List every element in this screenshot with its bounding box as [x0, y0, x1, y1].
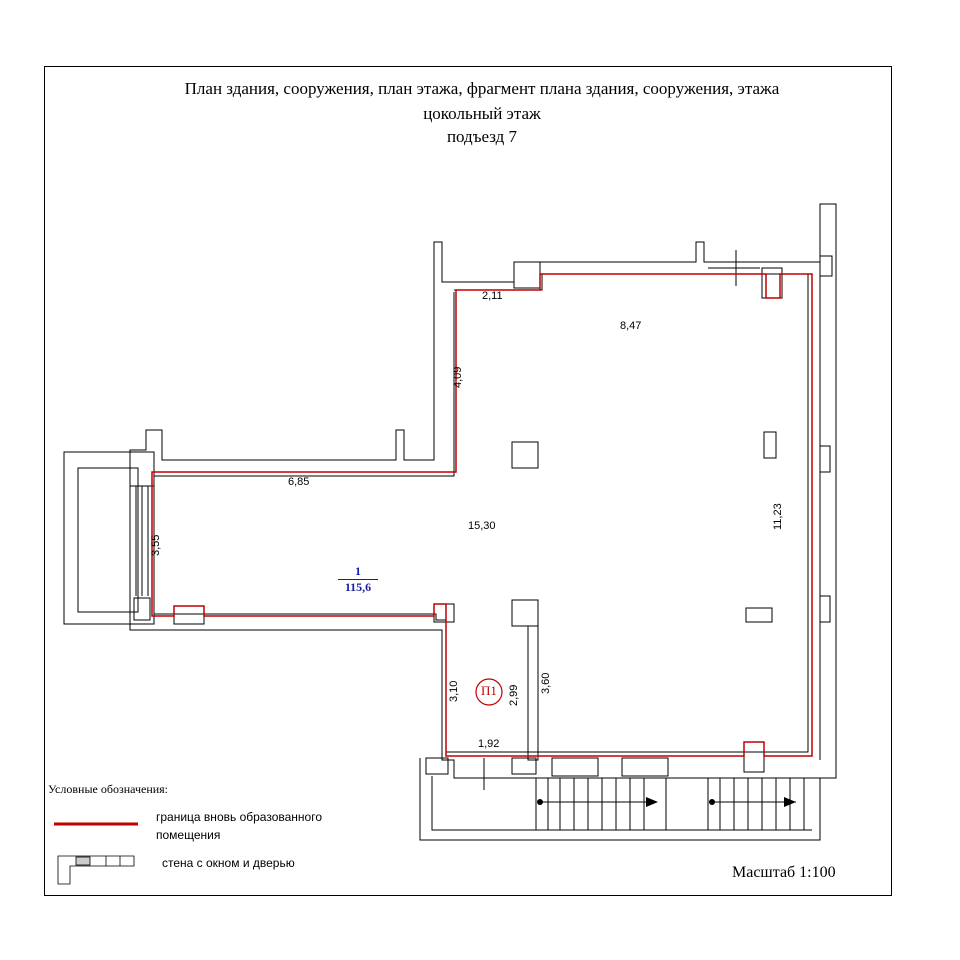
title-line-1: План здания, сооружения, план этажа, фра… — [184, 79, 780, 98]
dim-middle-left: 6,85 — [288, 476, 310, 488]
dim-left-vertical: 4,09 — [452, 366, 464, 388]
dim-left-end: 3,55 — [150, 534, 162, 556]
bottom-stair-area — [419, 758, 821, 841]
dim-bottom-short: 1,92 — [478, 738, 500, 750]
scale-label: Масштаб 1:100 — [732, 864, 836, 881]
legend-wall-sample — [57, 855, 135, 885]
drawing-frame — [44, 66, 892, 896]
column-2 — [511, 599, 539, 627]
dim-top-left: 2,11 — [482, 290, 503, 302]
column-1 — [511, 441, 539, 469]
legend-heading: Условные обозначения: — [48, 782, 169, 796]
dim-lower-left-vertical: 3,10 — [448, 680, 460, 702]
inner-wall — [153, 273, 809, 753]
room-boundary — [151, 273, 813, 757]
stair-left-outer — [63, 451, 155, 625]
partition — [527, 625, 539, 761]
dim-center: 15,30 — [468, 520, 496, 532]
column-4 — [745, 607, 773, 623]
legend-wall-label: стена с окном и дверью — [162, 856, 295, 870]
column-3 — [763, 431, 777, 459]
outer-wall — [129, 203, 837, 779]
room-number: 1 — [355, 564, 361, 578]
room-label-divider — [338, 579, 378, 580]
legend-boundary-line-2: помещения — [156, 828, 221, 842]
marker-circle — [475, 678, 503, 706]
dim-right: 11,23 — [772, 503, 784, 530]
dim-top: 8,47 — [620, 320, 642, 332]
dim-lower-mid-vertical: 2,99 — [508, 684, 520, 706]
stair-left-inner — [77, 467, 139, 613]
marker-label: П1 — [481, 683, 497, 698]
legend-boundary-line-1: граница вновь образованного — [156, 810, 323, 824]
dim-lower-right-vertical: 3,60 — [540, 672, 552, 694]
room-area: 115,6 — [344, 580, 372, 594]
title-line-2: цокольный этаж — [423, 104, 541, 123]
title-line-3: подъезд 7 — [446, 127, 518, 146]
